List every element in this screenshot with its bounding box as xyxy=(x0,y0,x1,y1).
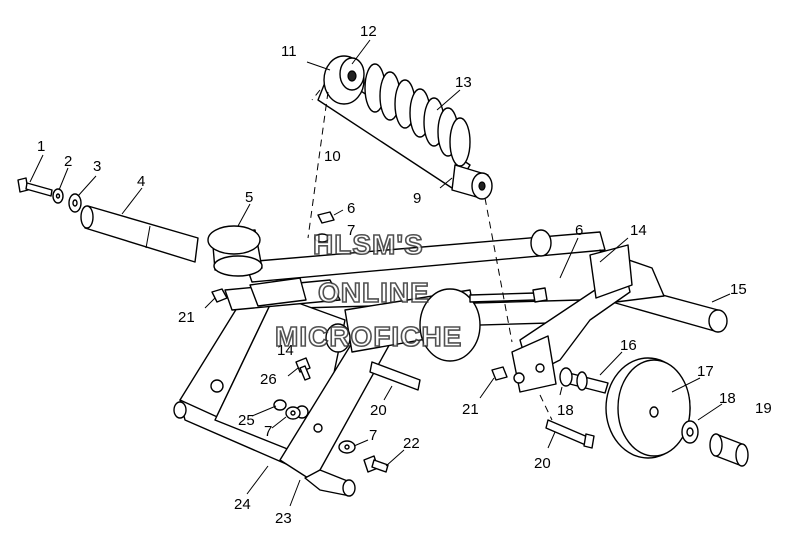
spacer-19 xyxy=(709,433,749,467)
front-suspension-arm xyxy=(173,277,393,497)
callout-12: 12 xyxy=(360,23,377,40)
washer-25 xyxy=(273,399,287,411)
idler-axle-16 xyxy=(559,367,609,394)
nut-6-top xyxy=(317,211,335,224)
callout-10: 10 xyxy=(324,148,341,165)
upper-cross-shaft xyxy=(244,229,606,283)
callout-23: 23 xyxy=(275,510,292,527)
washer-7-low xyxy=(338,440,356,454)
alignment-lines xyxy=(307,89,553,421)
callout-21-right: 21 xyxy=(462,401,479,418)
idler-wheel-17 xyxy=(605,357,691,459)
watermark-line-1: HLSM'S xyxy=(313,229,424,260)
callout-17: 17 xyxy=(697,363,714,380)
callout-9: 9 xyxy=(413,190,421,207)
callout-19: 19 xyxy=(755,400,772,417)
callout-4: 4 xyxy=(137,173,145,190)
callout-2: 2 xyxy=(64,153,72,170)
washer-18 xyxy=(681,420,699,444)
callout-14-lower: 14 xyxy=(277,342,294,359)
callout-13: 13 xyxy=(455,74,472,91)
pivot-shaft-4 xyxy=(80,205,199,263)
bolt-20-wheel xyxy=(545,419,595,449)
watermark-line-2: ONLINE xyxy=(318,277,430,308)
bolt-14-lower xyxy=(295,357,311,381)
nut-21-left xyxy=(211,288,228,303)
callout-1: 1 xyxy=(37,138,45,155)
callout-7-low: 7 xyxy=(369,427,377,444)
callout-labels: 1 2 3 4 5 6 7 11 12 13 10 9 6 14 15 16 1… xyxy=(37,23,772,527)
washer-2 xyxy=(52,188,64,204)
shock-absorber xyxy=(317,55,493,200)
callout-15: 15 xyxy=(730,281,747,298)
callout-20-center: 20 xyxy=(370,402,387,419)
callout-20-right: 20 xyxy=(534,455,551,472)
callout-18-left: 18 xyxy=(557,402,574,419)
callout-3: 3 xyxy=(93,158,101,175)
spacer-3 xyxy=(68,193,82,213)
callout-25: 25 xyxy=(238,412,255,429)
bolt-1 xyxy=(17,177,53,197)
shock-spring xyxy=(364,63,471,167)
callout-22: 22 xyxy=(403,435,420,452)
callout-6-top: 6 xyxy=(347,200,355,217)
callout-16: 16 xyxy=(620,337,637,354)
callout-21-left: 21 xyxy=(178,309,195,326)
pivot-sleeve xyxy=(207,225,263,277)
watermark-line-3: MICROFICHE xyxy=(275,321,462,352)
callout-26: 26 xyxy=(260,371,277,388)
callout-24: 24 xyxy=(234,496,251,513)
nut-21-right xyxy=(491,366,508,381)
bolt-22 xyxy=(363,455,389,473)
bolt-6-right xyxy=(469,287,548,303)
callout-5: 5 xyxy=(245,189,253,206)
callout-7-top: 7 xyxy=(347,222,355,239)
washer-7-mid xyxy=(285,406,301,420)
bolt-20-center xyxy=(369,361,421,391)
callout-6-right: 6 xyxy=(575,222,583,239)
callout-14-top: 14 xyxy=(630,222,647,239)
callout-7-mid: 7 xyxy=(264,423,272,440)
lower-pivot-tube xyxy=(325,288,481,362)
callout-18-right: 18 xyxy=(719,390,736,407)
watermark: HLSM'S ONLINE MICROFICHE xyxy=(274,228,462,353)
leader-lines xyxy=(29,39,731,507)
washer-7-top xyxy=(314,233,330,243)
callout-11: 11 xyxy=(281,43,297,60)
